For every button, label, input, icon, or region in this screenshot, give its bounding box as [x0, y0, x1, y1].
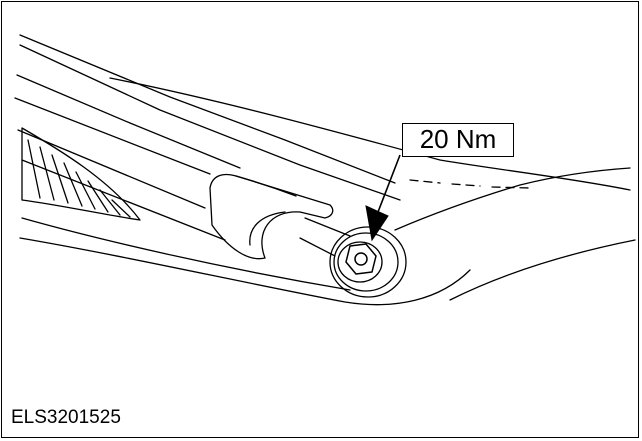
torque-callout-label: 20 Nm: [402, 123, 514, 157]
figure-id: ELS3201525: [11, 407, 121, 428]
arrow-down-icon: [365, 154, 401, 242]
arm-line-mid: [17, 129, 206, 209]
pivot-washer: [337, 241, 383, 283]
body-line-upper-3: [16, 74, 241, 169]
dashed-hidden-line: [409, 179, 531, 189]
lower-sweep-outer: [19, 237, 471, 306]
sleeve-outer: [209, 173, 334, 260]
arm-line-top: [14, 97, 211, 175]
shaft-top: [304, 217, 351, 237]
body-right-curve-mid: [394, 167, 631, 231]
pivot-housing-outer: [329, 226, 407, 298]
hatch-outline: [21, 127, 141, 221]
shaft-bottom: [299, 237, 336, 257]
sleeve-inner: [235, 175, 297, 197]
sleeve-curl: [249, 211, 286, 246]
lower-sweep-inner: [21, 217, 351, 291]
bolt-icon: [345, 243, 377, 275]
body-right-curve-lower: [449, 239, 636, 301]
body-line-upper-2: [19, 44, 401, 201]
body-line-upper-1: [19, 34, 396, 184]
pivot-housing-mid: [333, 232, 399, 292]
